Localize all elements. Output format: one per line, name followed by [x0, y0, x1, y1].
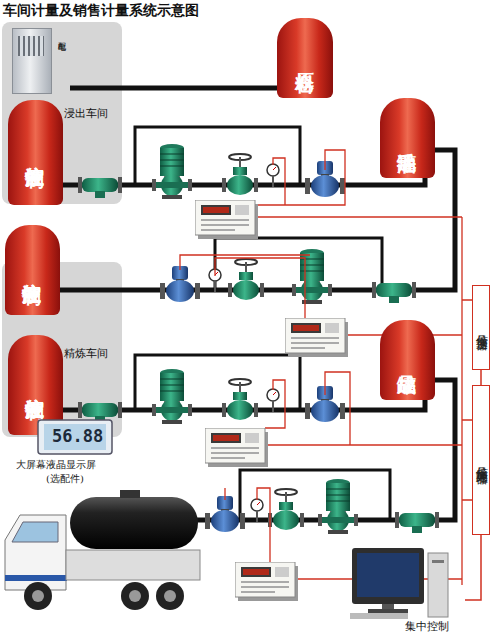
- node-label: 液位控制: [26, 383, 46, 387]
- node-label: 集中控制: [405, 619, 449, 634]
- signal-box: 信号采集处理器: [472, 385, 490, 535]
- node-label: 原料仓: [295, 57, 315, 60]
- workshop-name: 精炼车间: [64, 346, 108, 361]
- signal-box: 信号变送器: [472, 285, 490, 370]
- storage-tank: 原料仓: [277, 18, 333, 98]
- storage-tank: 成品罐: [380, 320, 435, 400]
- signal-wire: [480, 370, 482, 385]
- storage-tank: 毛油罐: [380, 98, 435, 178]
- node-label: 信号变送器: [473, 325, 490, 330]
- node-label: 毛油罐: [398, 137, 418, 140]
- device-caption: 大屏幕液晶显示屏: [16, 458, 96, 472]
- storage-tank: 液位控制: [5, 225, 60, 315]
- power-cabinet: 配电柜: [12, 28, 70, 94]
- signal-wire: [465, 535, 481, 600]
- display-reading: 56.88: [52, 426, 103, 446]
- pipeline: [70, 86, 277, 91]
- computer-station: 集中控制: [345, 540, 465, 635]
- node-label: 液位控制: [23, 268, 43, 272]
- node-label: 成品罐: [398, 359, 418, 362]
- storage-tank: 液位控制: [8, 100, 63, 205]
- diagram-title: 车间计量及销售计量系统示意图: [3, 2, 199, 20]
- workshop-name: 浸出车间: [64, 106, 108, 121]
- workshop-band: 浸出车间 配电柜液位控制: [2, 22, 122, 204]
- node-label: 信号采集处理器: [473, 457, 490, 464]
- device-caption: (选配件): [46, 472, 84, 486]
- node-label: 液位控制: [26, 151, 46, 155]
